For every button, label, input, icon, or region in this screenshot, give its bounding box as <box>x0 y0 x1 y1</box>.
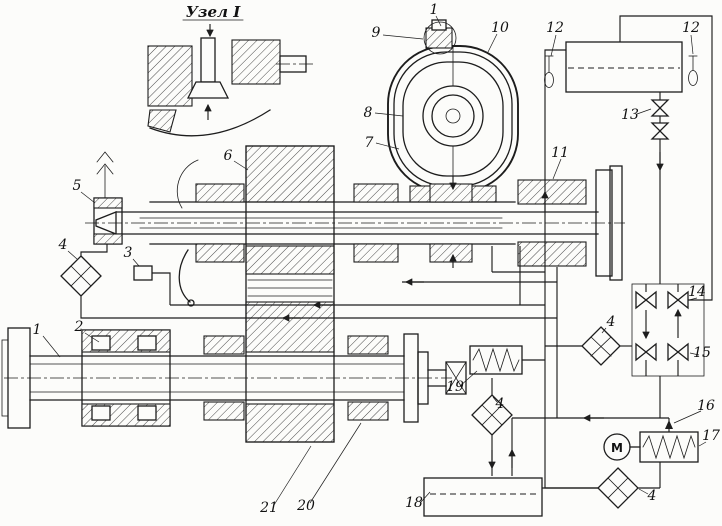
detail-view-assembly <box>147 19 316 137</box>
callout-4a: 4 <box>58 237 68 253</box>
lubrication-nozzle-5 <box>93 151 123 245</box>
detail-title: Узел I <box>186 3 241 21</box>
cooler-17 <box>639 431 699 463</box>
rear-bearing-assembly <box>517 165 623 281</box>
filter-4a <box>60 255 102 297</box>
guard-bracket <box>176 159 199 209</box>
callout-11: 11 <box>551 145 569 161</box>
callout-15: 15 <box>693 345 711 361</box>
callout-12b: 12 <box>682 20 700 36</box>
callout-19: 19 <box>446 379 464 395</box>
callout-9: 9 <box>372 25 381 41</box>
callout-6: 6 <box>224 148 233 164</box>
nozzle-stem <box>200 37 216 83</box>
valve-3 <box>133 265 153 281</box>
callout-2: 2 <box>74 319 84 335</box>
callout-17: 17 <box>702 428 720 444</box>
nozzle-cone <box>186 81 230 99</box>
filter-4c <box>471 394 513 436</box>
callout-4c: 4 <box>495 396 505 412</box>
wheel-head-column <box>176 145 335 443</box>
callout-12a: 12 <box>546 20 564 36</box>
wheel-guard-chamber <box>387 19 519 203</box>
callout-10: 10 <box>491 20 509 36</box>
callout-21: 21 <box>259 500 278 516</box>
drain-cock-12-left <box>544 55 554 88</box>
detail-region-marker <box>423 21 457 55</box>
callout-5: 5 <box>73 178 82 194</box>
callout-4d: 4 <box>647 488 657 504</box>
oil-reservoir-18 <box>423 477 543 517</box>
drain-cock-12-right <box>688 55 698 86</box>
callout-14: 14 <box>688 284 706 300</box>
upper-oil-tank <box>544 41 698 140</box>
callout-13: 13 <box>621 107 639 123</box>
callout-1: 1 <box>33 322 42 338</box>
callout-1-top: 1 <box>430 2 439 18</box>
callout-20: 20 <box>296 498 315 514</box>
flow-arrows <box>204 24 664 470</box>
flex-coupling-19 <box>469 345 523 375</box>
motor-label: М <box>611 441 623 455</box>
hand-lever <box>178 249 191 303</box>
spindle-assembly <box>93 151 623 307</box>
callout-7: 7 <box>365 135 374 151</box>
centerlines <box>4 222 625 379</box>
callout-4b: 4 <box>606 314 616 330</box>
motor-unit: М <box>603 433 641 461</box>
callout-16: 16 <box>697 398 715 414</box>
callouts: Узел I 1 9 10 12 12 13 8 7 11 6 5 4 3 2 … <box>33 2 720 516</box>
detail-side-stub <box>276 55 316 73</box>
valve-panel-14-15 <box>631 283 705 377</box>
filter-4d <box>597 467 639 509</box>
callout-8: 8 <box>364 105 373 121</box>
callout-3: 3 <box>124 245 133 261</box>
filter-4b <box>581 326 621 366</box>
spindle-nose <box>95 211 117 235</box>
callout-18: 18 <box>405 495 423 511</box>
callout-leaders <box>42 15 707 506</box>
top-fitting <box>425 27 453 49</box>
